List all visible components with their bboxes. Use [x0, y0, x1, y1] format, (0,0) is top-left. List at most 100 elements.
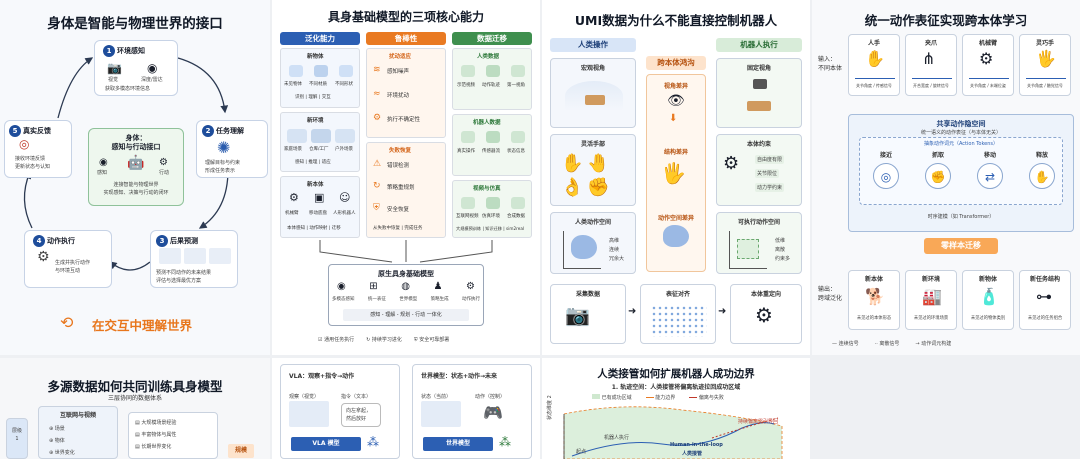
wm-title: 世界模型：状态+动作→未来 [421, 373, 498, 380]
output-subtitle: 未见过的物体类别 [970, 316, 1006, 321]
camera-icon: 📷 [107, 61, 122, 75]
camera-icon [753, 79, 767, 89]
section-new-objects: 新物体 未见物体 不同材质 不同形状 识别 | 理解 | 交互 [280, 48, 360, 108]
attr-label: 约束多 [775, 256, 791, 262]
item-label: 未见物体 [284, 82, 302, 87]
output-title: 新物体 [978, 276, 997, 283]
action-token: 移动 ⇄ [970, 150, 1010, 198]
footer-item: ⛨ 安全可靠部署 [413, 337, 450, 343]
step-number: 3 [156, 235, 168, 247]
panel-human-takeover: 人类接管如何扩展机器人成功边界 1. 轨迹空间：人类接管将偏离轨迹拉回成功区域 … [542, 358, 810, 459]
step-retargeting: 本体重定向 ⚙ [730, 284, 802, 344]
blob-shape [663, 225, 689, 247]
legend-label: 离散信号 [879, 341, 900, 347]
section-title: 视频与仿真 [473, 186, 501, 192]
item-label: 动作轨迹 [482, 83, 500, 88]
section-title: 互联网与视频 [59, 412, 96, 419]
model-item: 策略生成 [430, 297, 449, 302]
table-icon [747, 101, 771, 111]
exp-row: ▤ 大规模场景经验 [135, 420, 177, 426]
move-icon: ⇄ [977, 163, 1003, 189]
flow-arrows [319, 240, 493, 263]
card-title: 固定视角 [746, 65, 771, 72]
output-label: 跨域泛化 [818, 295, 843, 302]
item-label: 仿真环境 [482, 214, 500, 219]
panel-subtitle: 三层协同的数据体系 [107, 395, 162, 402]
release-icon: ✋ [1029, 163, 1055, 189]
empty-panel [812, 358, 1080, 459]
attr-label: 高维 [609, 238, 620, 244]
tokens-title: 抽象动作词元（Action Tokens） [923, 141, 999, 147]
section-video-simulation: 视频与仿真 互联网视频 仿真环境 合成数据 大规模预训练 | 知识迁移 | si… [452, 180, 532, 238]
panel-title: 统一动作表征实现跨本体学习 [864, 13, 1028, 28]
graph-icon: ⊶ [1036, 287, 1052, 306]
step-title: 表征对齐 [665, 291, 690, 298]
header-robot: 机器人执行 [716, 38, 802, 52]
item-label: 世界变化 [54, 450, 75, 456]
output-label: 输出： [818, 286, 837, 293]
token-label: 移动 [983, 152, 996, 159]
video-icon [461, 65, 475, 77]
arm-icon: ⚙ [159, 157, 168, 168]
card-title: 灵活手部 [580, 141, 605, 148]
signal-wave [912, 71, 952, 79]
bottom-slogan: 在交互中理解世界 [92, 318, 193, 333]
takeover-label: 人类接管 [682, 451, 703, 457]
footer-label: 通用任务执行 [324, 337, 355, 343]
legend-discrete: ·· 离散信号 [874, 341, 900, 347]
output-subtitle: 未见过的环境场景 [913, 316, 949, 321]
input-label: 动作（控制） [475, 394, 506, 400]
arrow-down-icon: ⬇ [669, 113, 678, 124]
label-start: 起点 [576, 449, 587, 455]
center-title-2: 感知与行动接口 [111, 143, 161, 151]
exp-row: ▤ 长期世界变化 [135, 444, 172, 450]
vla-model-box: VLA 模型 [291, 437, 361, 451]
replan-icon: ↻ [373, 181, 381, 191]
panel-umi-data: UMI数据为什么不能直接控制机器人 人类操作 跨本体鸿沟 机器人执行 宏观视角 … [542, 0, 810, 355]
representation-icon: ⊞ [369, 281, 378, 292]
footer-label: 持续学习进化 [371, 337, 402, 343]
exp-label: 长期世界变化 [141, 444, 172, 450]
card-dexterous-hand: 灵活手部 ✋🤚 👌✊ [550, 134, 636, 206]
robot-icon: 🤖 [127, 155, 145, 171]
legend-label: 已有成功区域 [601, 395, 632, 401]
step-number: 2 [202, 125, 214, 137]
model-item: 动作执行 [462, 297, 480, 302]
blob-shape [571, 235, 597, 259]
network-icon: ⁂ [499, 435, 511, 449]
output-card: 新环境🏭未见过的环境场景 [905, 270, 957, 330]
signal-wave [855, 71, 895, 79]
panel-title: 多源数据如何共同训练具身模型 [47, 379, 223, 394]
card-robot-action-space: 可执行动作空间 低维 离散 约束多 [716, 212, 802, 274]
body-card: 人手✋关节角度 / 传感信号 [848, 34, 900, 96]
dexterous-hand-icon: 🖐 [1036, 49, 1056, 68]
table-icon [585, 95, 605, 105]
uncertainty-icon: ⚙ [373, 113, 382, 123]
gamepad-icon: 🎮 [483, 403, 503, 422]
item-label: 真实操作 [457, 149, 475, 154]
point-cloud [651, 305, 707, 337]
simulation-icon [486, 197, 500, 209]
input-label: 不同本体 [818, 65, 843, 72]
label-depth: 深度/雷达 [141, 77, 163, 83]
grasp-icon: ✊ [925, 163, 951, 189]
sensor-icon [486, 131, 500, 143]
section-human-data: 人类数据 示范视频 动作轨迹 第一视角 [452, 48, 532, 110]
box-icon [339, 65, 353, 77]
item-label: 示范视频 [457, 83, 475, 88]
model-footer: 感知 - 理解 - 规划 - 行动 一体化 [343, 309, 469, 321]
observation-image [289, 401, 329, 427]
zero-shot-badge: 零样本迁移 [924, 238, 998, 254]
card-title: 动作执行 [47, 237, 75, 245]
card-desc-2: 形成任务表示 [205, 168, 236, 174]
item-label: 第一视角 [507, 83, 525, 88]
section-footer: 识别 | 理解 | 交互 [295, 95, 331, 100]
card-macro-view: 宏观视角 [550, 58, 636, 128]
error-detect-icon: ⚠ [373, 159, 382, 169]
body-subtitle: 开合宽度 / 旋转信号 [913, 83, 949, 88]
card-desc-2: 评估与选择最优方案 [156, 278, 202, 284]
shield-icon: ⛨ [373, 203, 380, 213]
item-row: ⊕ 场景 [49, 426, 65, 432]
